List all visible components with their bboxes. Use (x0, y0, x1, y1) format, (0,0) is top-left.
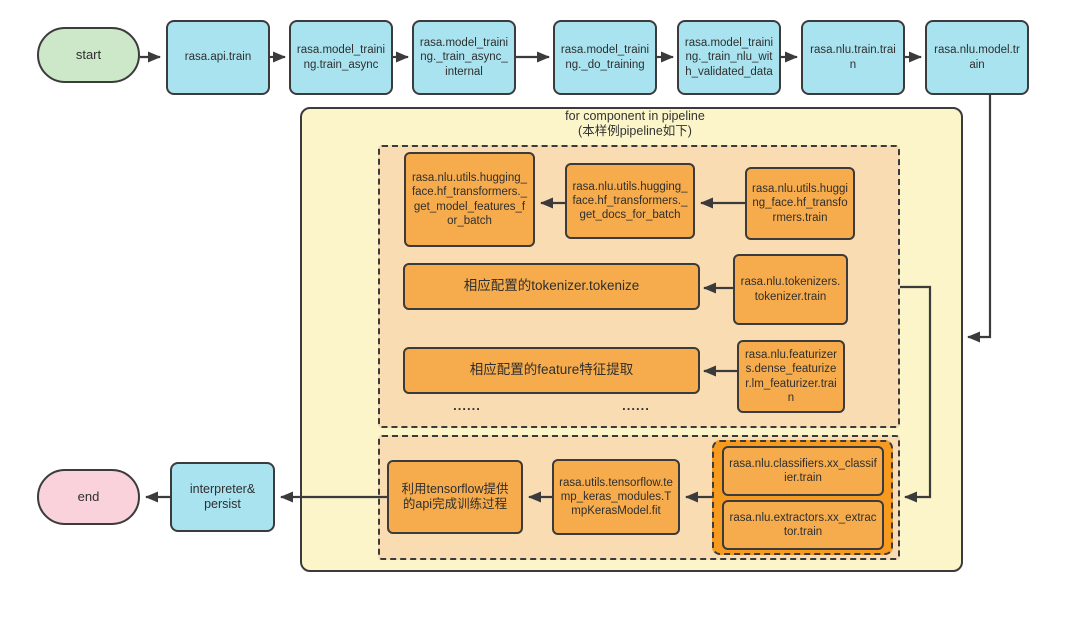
node-feature-extract: 相应配置的feature特征提取 (403, 347, 700, 394)
node-tokenizer-tokenize: 相应配置的tokenizer.tokenize (403, 263, 700, 310)
node-xx-classifier-train: rasa.nlu.classifiers.xx_classifier.train (722, 446, 884, 496)
start-node: start (37, 27, 140, 83)
ellipsis-left: ...... (453, 398, 481, 413)
node-nlu-train-train: rasa.nlu.train.train (801, 20, 905, 95)
end-node: end (37, 469, 140, 525)
for-loop-title-line2: (本样例pipeline如下) (578, 123, 692, 138)
arrow-model-train-to-loop (967, 95, 992, 343)
node-xx-extractor-train: rasa.nlu.extractors.xx_extractor.train (722, 500, 884, 550)
node-hf-transformers-train: rasa.nlu.utils.hugging_face.hf_transform… (745, 167, 855, 240)
node-model-training-train-async: rasa.model_training.train_async (289, 20, 393, 95)
arrow-phase1-to-phase2 (900, 285, 932, 503)
node-hf-get-model-features: rasa.nlu.utils.hugging_face.hf_transform… (404, 152, 535, 247)
node-train-async-internal: rasa.model_training._train_async_interna… (412, 20, 516, 95)
node-tokenizer-train: rasa.nlu.tokenizers.tokenizer.train (733, 254, 848, 325)
node-hf-get-docs-for-batch: rasa.nlu.utils.hugging_face.hf_transform… (565, 163, 695, 239)
node-train-nlu-with-validated-data: rasa.model_training._train_nlu_with_vali… (677, 20, 781, 95)
node-rasa-api-train: rasa.api.train (166, 20, 270, 95)
node-tmp-keras-model-fit: rasa.utils.tensorflow.temp_keras_modules… (552, 459, 680, 535)
node-nlu-model-train: rasa.nlu.model.train (925, 20, 1029, 95)
node-lm-featurizer-train: rasa.nlu.featurizers.dense_featurizer.lm… (737, 340, 845, 413)
node-tensorflow-api-training: 利用tensorflow提供 的api完成训练过程 (387, 460, 523, 534)
for-loop-title-line1: for component in pipeline (565, 109, 705, 123)
ellipsis-center: ...... (622, 398, 650, 413)
node-interpreter-persist: interpreter& persist (170, 462, 275, 532)
node-do-training: rasa.model_training._do_training (553, 20, 657, 95)
for-loop-title: for component in pipeline (本样例pipeline如下… (485, 109, 785, 139)
